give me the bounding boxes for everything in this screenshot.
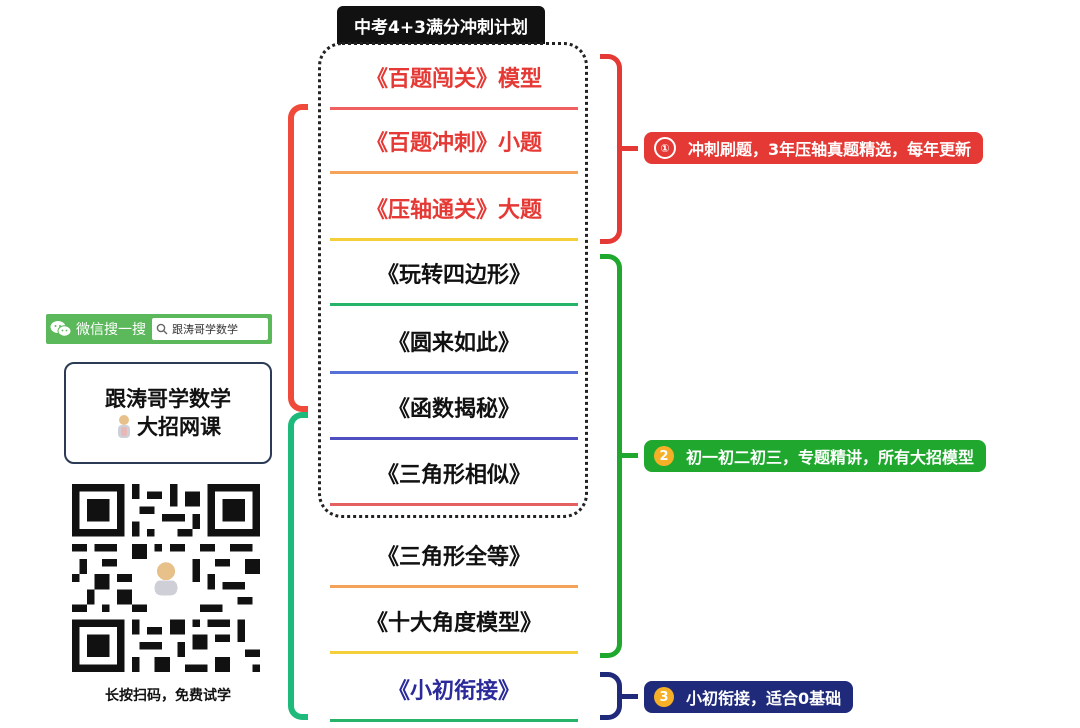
course-underline <box>330 303 578 306</box>
group-pill-bridge: 3 小初衔接，适合0基础 <box>644 681 854 713</box>
brand-card: 跟涛哥学数学 大招网课 <box>64 362 272 464</box>
course-label: 《圆来如此》 <box>387 331 520 356</box>
group-pill-topics: 2 初一初二初三，专题精讲，所有大招模型 <box>644 440 987 472</box>
left-bracket-teal <box>288 412 308 720</box>
right-bracket-red-tick <box>620 146 638 151</box>
course-label: 《函数揭秘》 <box>387 397 520 422</box>
brand-name: 跟涛哥学数学 <box>105 386 231 411</box>
course-underline <box>330 719 578 722</box>
course-underline <box>330 238 578 241</box>
qr-code[interactable] <box>72 484 260 672</box>
wechat-search-input[interactable]: 跟涛哥学数学 <box>152 318 268 340</box>
course-item-3[interactable]: 《玩转四边形》 <box>330 240 578 306</box>
wechat-search-bar[interactable]: 微信搜一搜 跟涛哥学数学 <box>46 314 272 344</box>
brand-subtitle: 大招网课 <box>137 415 221 439</box>
course-item-2[interactable]: 《压轴通关》大题 <box>330 175 578 241</box>
search-icon <box>156 323 168 335</box>
course-label: 《压轴通关》大题 <box>365 198 542 223</box>
group-pill-sprint: ① 冲刺刷题，3年压轴真题精选，每年更新 <box>644 132 984 164</box>
group-text: 初一初二初三，专题精讲，所有大招模型 <box>686 448 975 467</box>
course-underline <box>330 107 578 110</box>
course-label: 《百题冲刺》小题 <box>365 131 542 156</box>
course-label: 《三角形相似》 <box>376 463 531 488</box>
number-badge: 3 <box>654 687 674 707</box>
right-bracket-navy <box>600 672 622 720</box>
core-courses-box <box>318 42 588 518</box>
right-bracket-green <box>600 254 622 658</box>
course-underline <box>330 371 578 374</box>
wechat-search-query: 跟涛哥学数学 <box>172 323 238 336</box>
right-bracket-green-tick <box>620 453 638 458</box>
course-underline <box>330 651 578 654</box>
course-item-9[interactable]: 《小初衔接》 <box>330 656 578 722</box>
course-item-5[interactable]: 《函数揭秘》 <box>330 374 578 440</box>
number-badge: 2 <box>654 446 674 466</box>
course-item-0[interactable]: 《百题闯关》模型 <box>330 44 578 110</box>
course-label: 《十大角度模型》 <box>365 611 542 636</box>
right-bracket-red <box>600 54 622 244</box>
group-text: 冲刺刷题，3年压轴真题精选，每年更新 <box>688 140 972 159</box>
course-label: 《小初衔接》 <box>387 679 520 704</box>
group-text: 小初衔接，适合0基础 <box>686 689 842 708</box>
course-item-4[interactable]: 《圆来如此》 <box>330 308 578 374</box>
qr-caption: 长按扫码，免费试学 <box>105 688 231 704</box>
avatar-icon <box>115 414 133 440</box>
course-underline <box>330 437 578 440</box>
course-label: 《三角形全等》 <box>376 545 531 570</box>
plan-title: 中考4+3满分冲刺计划 <box>337 6 545 44</box>
course-item-8[interactable]: 《十大角度模型》 <box>330 588 578 654</box>
course-underline <box>330 171 578 174</box>
course-label: 《百题闯关》模型 <box>365 67 542 92</box>
course-underline <box>330 585 578 588</box>
course-label: 《玩转四边形》 <box>376 263 531 288</box>
wechat-search-label: 微信搜一搜 <box>76 322 146 338</box>
course-item-7[interactable]: 《三角形全等》 <box>330 522 578 588</box>
wechat-icon <box>50 320 72 338</box>
number-badge: ① <box>654 137 676 159</box>
right-bracket-navy-tick <box>620 694 638 699</box>
course-item-6[interactable]: 《三角形相似》 <box>330 440 578 506</box>
course-underline <box>330 503 578 506</box>
course-item-1[interactable]: 《百题冲刺》小题 <box>330 108 578 174</box>
left-bracket-red <box>288 104 308 412</box>
